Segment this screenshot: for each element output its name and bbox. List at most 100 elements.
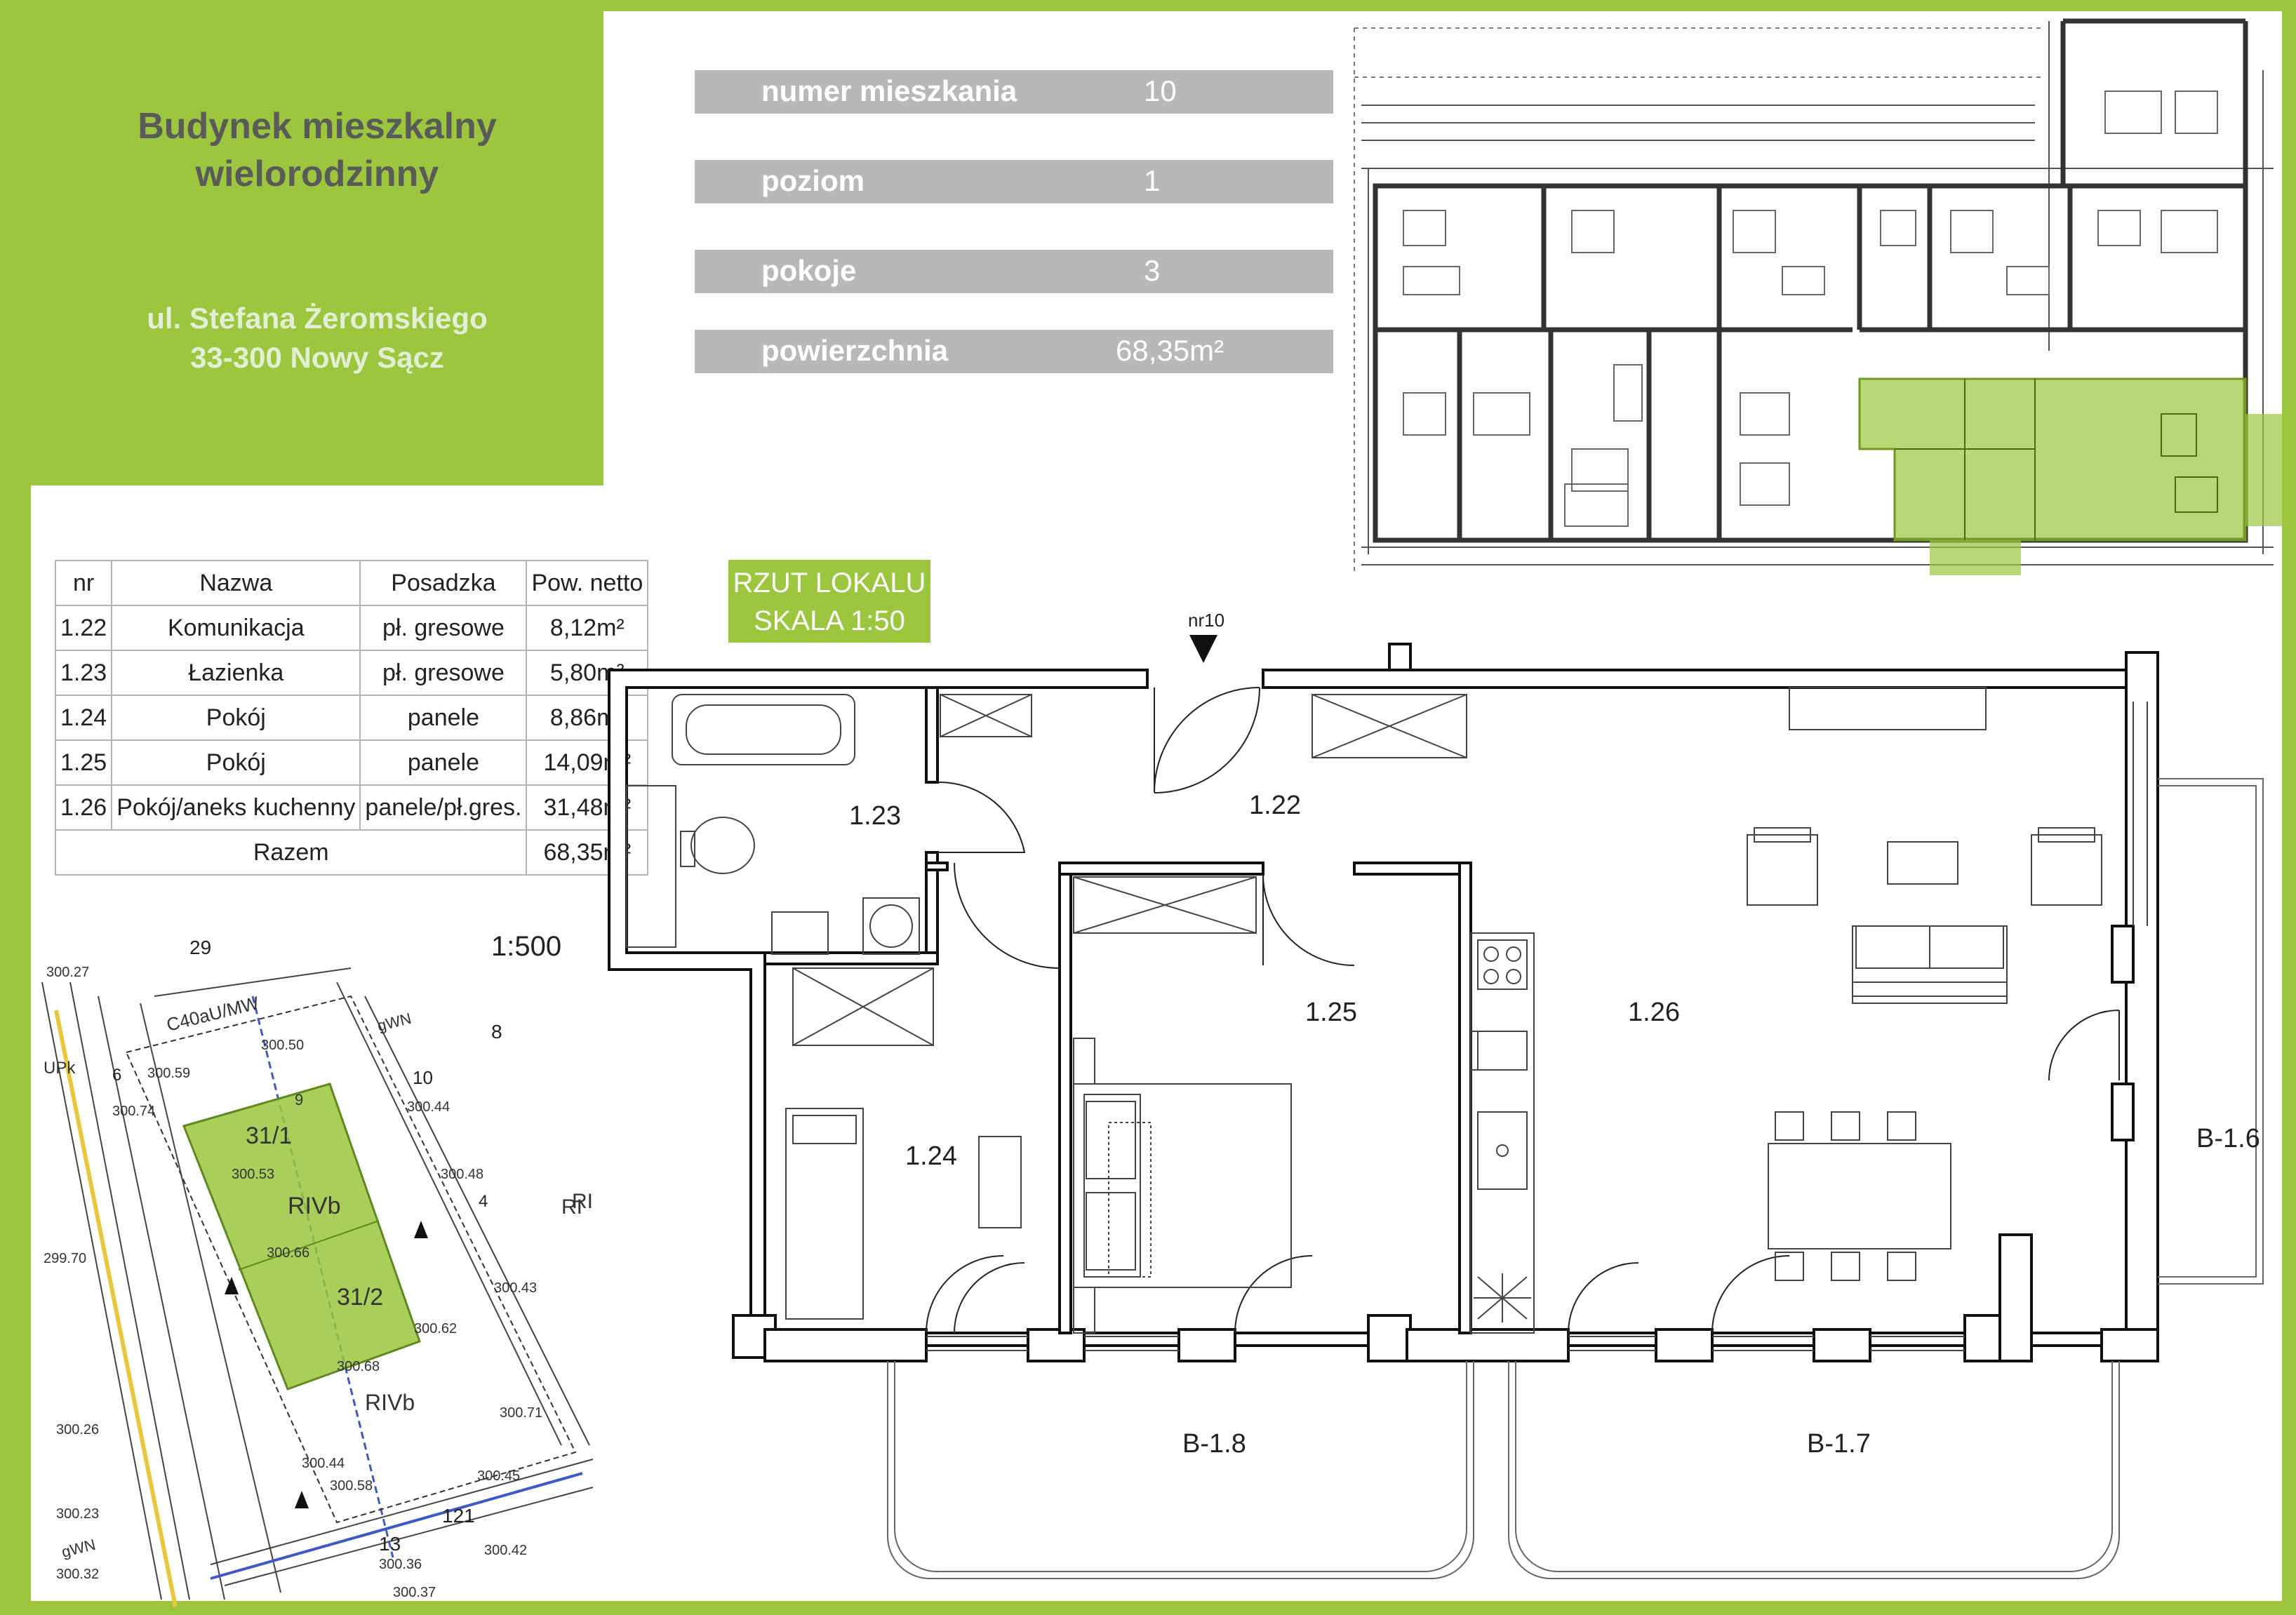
table-cell: panele [359, 695, 528, 741]
table-cell: Łazienka [111, 650, 361, 696]
table-row: 1.24 Pokój panele 8,86m² [54, 695, 649, 741]
dining-table-icon [1768, 1143, 1951, 1249]
plan-wall-east [2125, 651, 2159, 1347]
site-map-soil-class-b: RIVb [365, 1390, 415, 1415]
site-map-elevation: 300.27 [46, 965, 89, 980]
plan-door-entrance-swing [1154, 687, 1260, 793]
overview-walls [1373, 18, 2248, 543]
kitchen-counter [1470, 932, 1535, 1334]
site-map-plot-9: 9 [295, 1091, 303, 1108]
table-cell: pł. gresowe [359, 605, 528, 651]
plan-pier [1406, 1328, 1570, 1362]
site-map-elevation: 300.58 [330, 1478, 373, 1494]
plan-bathroom-fixtures [626, 694, 920, 955]
overview-dimension-lines [1361, 21, 2274, 565]
info-rooms-value: 3 [1144, 254, 1161, 287]
room-label-125: 1.25 [1305, 998, 1357, 1027]
room-label-124: 1.24 [905, 1141, 957, 1171]
table-header-cell: Nazwa [111, 560, 361, 606]
site-map-edge-label: RI [572, 1190, 593, 1213]
plan-door-bathroom [937, 781, 1026, 853]
site-map-elevation: 300.36 [379, 1557, 422, 1572]
plan-interior-wall [1058, 862, 1072, 1334]
site-map-parcel [182, 1083, 421, 1390]
overview-highlight-balcony-1 [1930, 540, 2021, 575]
site-map-elevation: 300.43 [494, 1280, 537, 1296]
site-map-plot-boundaries [125, 995, 577, 1524]
site-map-elevation: 300.62 [414, 1321, 457, 1336]
balcony-b18-outline [894, 1361, 1467, 1572]
plan-room-124-furniture [785, 1108, 1022, 1320]
site-map-plot-6: 6 [112, 1066, 121, 1085]
site-map-plot-13: 13 [379, 1533, 401, 1555]
balcony-label-b18: B-1.8 [1182, 1429, 1246, 1459]
plan-interior-wall [1353, 862, 1468, 876]
balcony-label-b17: B-1.7 [1807, 1429, 1871, 1459]
toilet-icon [690, 817, 755, 874]
plan-window-swing [926, 1255, 1004, 1334]
tv-unit-icon [1789, 687, 1987, 730]
address-street: ul. Stefana Żeromskiego [147, 302, 488, 335]
site-map-plot-29: 29 [189, 937, 211, 958]
overview-highlight-balcony-2 [2245, 414, 2288, 526]
info-area-label: powierzchnia [761, 334, 949, 367]
plan-pier [1813, 1328, 1871, 1362]
site-map-elevation: 300.44 [302, 1456, 345, 1471]
info-area-value: 68,35m² [1116, 334, 1224, 367]
stove-icon [1477, 939, 1528, 990]
plan-pier [2100, 1328, 2159, 1362]
site-map-blue-line [210, 1472, 583, 1580]
plan-interior-wall [1458, 862, 1472, 1334]
plan-living-furniture [1747, 687, 2102, 1281]
plan-badge-line2: SKALA 1:50 [754, 605, 905, 636]
site-map-elevation: 300.37 [393, 1585, 436, 1600]
plan-wall-chimney [1388, 643, 1412, 671]
plan-interior-wall [925, 686, 939, 784]
plan-pier [763, 1328, 928, 1362]
plan-door-room-124 [954, 862, 1060, 969]
room-label-123: 1.23 [849, 801, 901, 831]
site-map-elevation: 300.44 [407, 1099, 450, 1115]
plan-door-entrance [1154, 687, 1260, 793]
plan-wall-piers [732, 925, 2159, 1362]
armchair-icon [2031, 834, 2102, 906]
table-row: 1.22 Komunikacja pł. gresowe 8,12m² [54, 605, 649, 651]
site-map-elevation: 300.42 [484, 1543, 527, 1558]
plan-wall-north [1262, 669, 2135, 689]
info-apartment-value: 10 [1144, 74, 1177, 107]
building-title: Budynek mieszkalny wielorodzinny [31, 102, 603, 198]
site-map-road-lines [41, 967, 594, 1600]
table-cell: Pokój [111, 695, 361, 741]
washing-machine-icon [869, 904, 913, 948]
plan-pier [1027, 1328, 1086, 1362]
table-row: 1.25 Pokój panele 14,09m² [54, 739, 649, 786]
room-table-header: nr Nazwa Posadzka Pow. netto [54, 560, 649, 606]
site-map-elevation: 300.74 [112, 1104, 155, 1119]
info-apartment-number: numer mieszkania 10 [695, 70, 1333, 114]
table-row: 1.26 Pokój/aneks kuchenny panele/pł.gres… [54, 784, 649, 831]
table-header-cell: Pow. netto [526, 560, 649, 606]
apartment-plan: 1.23 1.22 1.24 1.25 1.26 B-1.6 B-1.7 B-1… [608, 610, 2264, 1579]
site-map-parcel-b: 31/2 [337, 1284, 383, 1311]
site-map-parcel-divider [238, 1220, 380, 1271]
site-map-elevation: 300.50 [261, 1038, 304, 1053]
building-title-line2: wielorodzinny [195, 154, 439, 194]
info-level-label: poziom [761, 164, 865, 197]
info-apartment-label: numer mieszkania [761, 74, 1017, 107]
site-map-elevation: 300.48 [441, 1167, 483, 1182]
table-cell: 1.26 [54, 784, 113, 831]
site-map-elevation: 300.26 [56, 1422, 99, 1438]
table-total-label: Razem [54, 829, 528, 876]
balcony-b17-outline [1515, 1361, 2113, 1572]
site-map-blue-dashed-line [251, 996, 394, 1558]
site-map-entrance-arrows [225, 1221, 428, 1508]
room-label-126: 1.26 [1628, 998, 1680, 1027]
info-area: powierzchnia 68,35m² [695, 330, 1333, 373]
table-cell: Pokój [111, 739, 361, 786]
plan-interior-walls [763, 686, 1472, 1334]
table-cell: 8,12m² [526, 605, 649, 651]
plan-interior-wall [1058, 862, 1264, 876]
overview-boundary [1354, 27, 2042, 572]
table-cell: Komunikacja [111, 605, 361, 651]
